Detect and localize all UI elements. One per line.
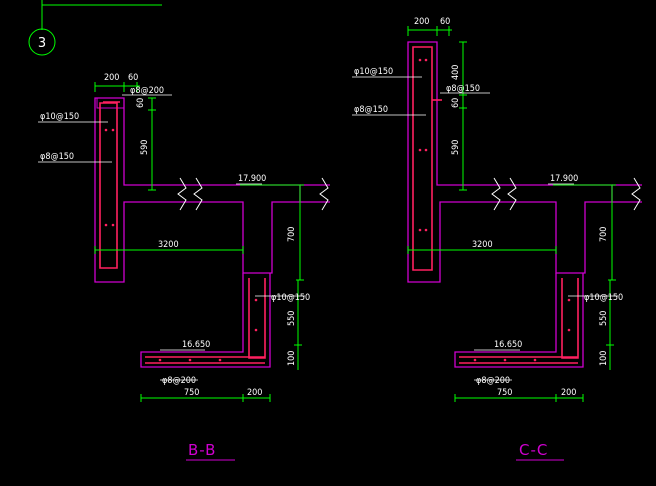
break-mark bbox=[507, 177, 517, 211]
break-mark bbox=[491, 177, 501, 211]
leaders bbox=[352, 76, 618, 381]
dimensions bbox=[94, 82, 304, 402]
dim-right-1: 60 bbox=[136, 98, 146, 108]
parapet-cap bbox=[96, 97, 125, 109]
bar-label-bot: φ8@200 bbox=[162, 376, 196, 386]
leaders bbox=[38, 94, 305, 381]
dim-700: 700 bbox=[599, 227, 609, 242]
break-mark bbox=[193, 177, 203, 211]
break-mark bbox=[319, 177, 329, 211]
bar-label-mid: φ10@150 bbox=[584, 293, 623, 303]
dim-550: 550 bbox=[287, 311, 297, 326]
level-top: 17.900 bbox=[550, 174, 578, 184]
section-b-b: 200 60 φ10@150 φ8@150 φ8@200 60 590 17.9… bbox=[38, 73, 330, 461]
level-bot: 16.650 bbox=[494, 340, 522, 350]
bar-label-right: φ8@200 bbox=[130, 86, 164, 96]
slab-extension bbox=[300, 184, 330, 203]
break-mark bbox=[177, 177, 187, 211]
level-bot: 16.650 bbox=[182, 340, 210, 350]
dim-right-2: 60 bbox=[451, 98, 461, 108]
break-mark bbox=[631, 177, 641, 211]
dim-750: 750 bbox=[497, 388, 512, 398]
dim-550: 550 bbox=[599, 311, 609, 326]
rebar-dots bbox=[418, 58, 571, 362]
grid-axis-marker: 3 bbox=[28, 0, 162, 56]
section-title: B-B bbox=[188, 441, 216, 459]
slab-extension bbox=[612, 184, 642, 203]
section-c-c: 200 60 φ10@150 φ8@150 φ8@150 400 60 590 … bbox=[352, 17, 642, 461]
dim-200: 200 bbox=[561, 388, 576, 398]
dim-span: 3200 bbox=[472, 240, 493, 250]
dim-750: 750 bbox=[184, 388, 199, 398]
bar-label-1: φ10@150 bbox=[354, 67, 393, 77]
rebar bbox=[412, 46, 579, 364]
concrete-outline bbox=[94, 97, 301, 283]
dim-top-left: 200 bbox=[104, 73, 119, 83]
bar-label-right: φ8@150 bbox=[446, 84, 480, 94]
concrete-outline bbox=[407, 41, 613, 283]
bar-label-bot: φ8@200 bbox=[476, 376, 510, 386]
dim-100: 100 bbox=[599, 351, 609, 366]
bottom-slab-outline bbox=[454, 273, 584, 368]
rebar-dots bbox=[104, 128, 258, 362]
dim-top-right: 60 bbox=[128, 73, 138, 83]
dim-200: 200 bbox=[247, 388, 262, 398]
grid-axis-label: 3 bbox=[38, 36, 46, 51]
dimensions bbox=[407, 26, 616, 402]
bar-label-mid: φ10@150 bbox=[271, 293, 310, 303]
dim-top-right: 60 bbox=[440, 17, 450, 27]
dim-top-left: 200 bbox=[414, 17, 429, 27]
dim-100: 100 bbox=[287, 351, 297, 366]
level-top: 17.900 bbox=[238, 174, 266, 184]
dim-right-3: 590 bbox=[451, 140, 461, 155]
dim-700: 700 bbox=[287, 227, 297, 242]
bottom-slab-outline bbox=[140, 273, 271, 368]
bar-label-2: φ8@150 bbox=[40, 152, 74, 162]
bar-label-1: φ10@150 bbox=[40, 112, 79, 122]
section-title: C-C bbox=[519, 441, 548, 459]
dim-right-2: 590 bbox=[140, 140, 150, 155]
dim-right-1: 400 bbox=[451, 65, 461, 80]
rebar bbox=[99, 101, 266, 364]
dim-span: 3200 bbox=[158, 240, 179, 250]
bar-label-2: φ8@150 bbox=[354, 105, 388, 115]
